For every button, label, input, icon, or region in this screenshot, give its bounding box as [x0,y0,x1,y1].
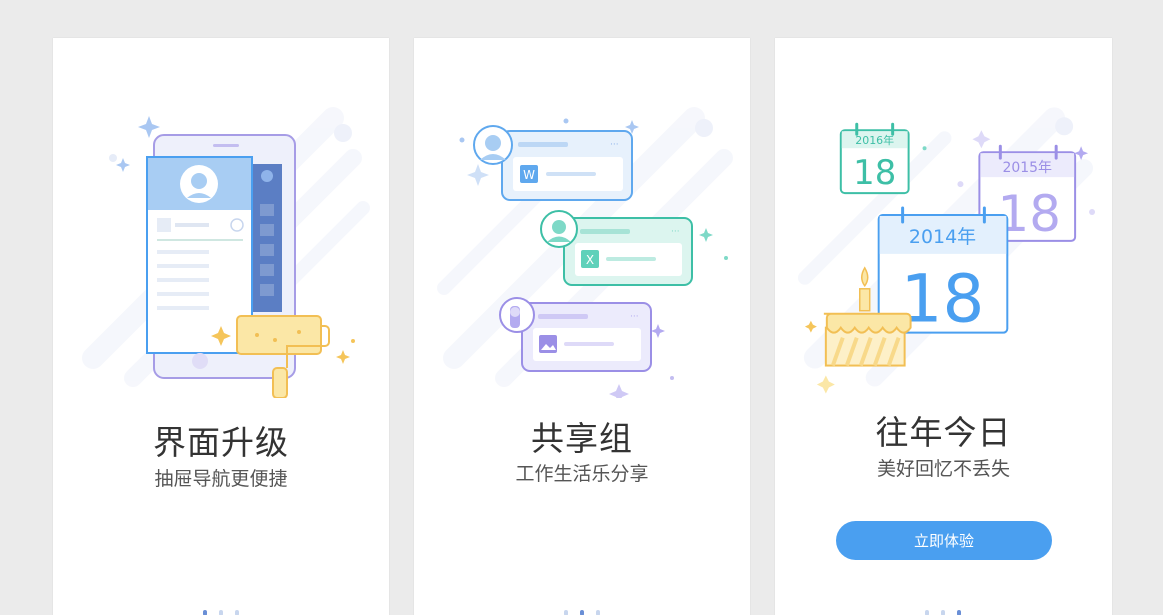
pager-dot-active[interactable] [957,610,961,615]
pager-dots [414,610,750,615]
calendar-day: 18 [853,153,896,192]
onboarding-card-on-this-day: 2016年 18 2015年 18 2014年 18 [775,38,1112,615]
card-subtitle: 美好回忆不丢失 [876,458,1010,480]
start-experience-button[interactable]: 立即体验 [836,521,1052,560]
pager-dot-active[interactable] [203,610,207,615]
word-file-icon: W [523,168,535,182]
pager-dot[interactable] [564,610,568,615]
onboarding-card-shared-group: ··· W ··· X ··· [414,38,750,615]
pager-dot[interactable] [596,610,600,615]
shared-group-illustration: ··· W ··· X ··· [437,107,733,398]
excel-file-icon: X [586,253,594,267]
svg-text:···: ··· [610,140,619,150]
phone-drawer-illustration [82,107,370,398]
pager-dot[interactable] [235,610,239,615]
calendar-day: 18 [901,261,985,338]
card-title: 共享组 [531,419,633,458]
pager-dots [775,610,1112,615]
onboarding-card-interface: 界面升级 抽屉导航更便捷 [53,38,389,615]
calendar-year: 2015年 [1003,160,1052,176]
pager-dot[interactable] [925,610,929,615]
pager-dots [53,610,389,615]
card-title: 界面升级 [153,423,289,462]
card-subtitle: 工作生活乐分享 [515,463,649,485]
card-subtitle: 抽屉导航更便捷 [154,468,288,490]
calendar-year: 2014年 [909,226,976,248]
pager-dot[interactable] [941,610,945,615]
card-title: 往年今日 [875,413,1012,452]
svg-text:···: ··· [671,227,680,237]
svg-text:···: ··· [630,312,639,322]
calendar-year: 2016年 [855,133,894,147]
calendar-cake-illustration: 2016年 18 2015年 18 2014年 18 [797,107,1096,394]
pager-dot-active[interactable] [580,610,584,615]
pager-dot[interactable] [219,610,223,615]
